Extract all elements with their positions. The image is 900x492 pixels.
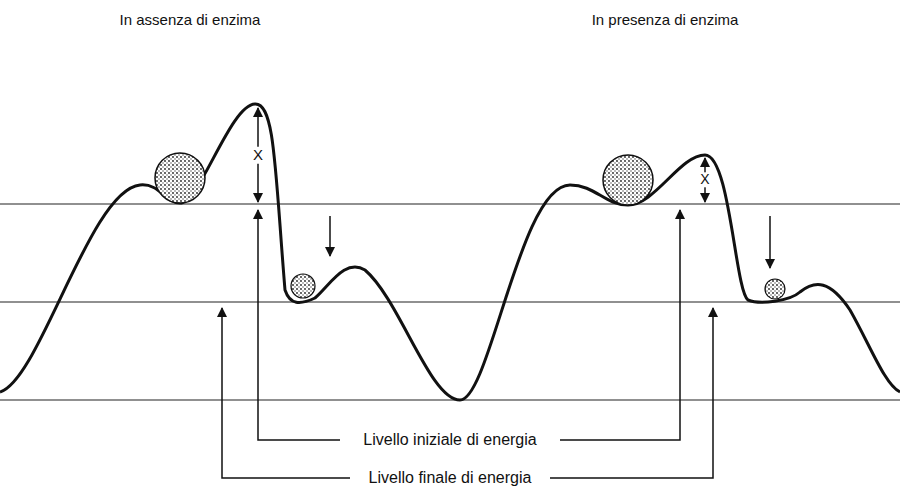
arrows bbox=[222, 108, 770, 478]
down-arrow bbox=[769, 216, 771, 268]
base-line bbox=[0, 399, 900, 400]
level-label: Livello finale di energia bbox=[367, 469, 534, 487]
panel-heading: In presenza di enzima bbox=[592, 12, 739, 29]
leader-line bbox=[258, 210, 340, 440]
initial-level-line bbox=[0, 203, 900, 204]
product-ball bbox=[765, 279, 785, 299]
energy-curve bbox=[0, 104, 900, 400]
activation-label: X bbox=[251, 147, 265, 164]
product-ball bbox=[291, 274, 315, 298]
panel-heading: In assenza di enzima bbox=[120, 12, 261, 29]
level-label: Livello iniziale di energia bbox=[361, 431, 538, 449]
substrate-ball bbox=[155, 153, 205, 203]
down-arrow bbox=[329, 216, 331, 256]
leader-line bbox=[560, 210, 680, 440]
leader-line bbox=[550, 308, 713, 478]
activation-label: X bbox=[698, 172, 711, 187]
substrate-ball bbox=[603, 155, 653, 205]
leader-line bbox=[222, 308, 350, 478]
